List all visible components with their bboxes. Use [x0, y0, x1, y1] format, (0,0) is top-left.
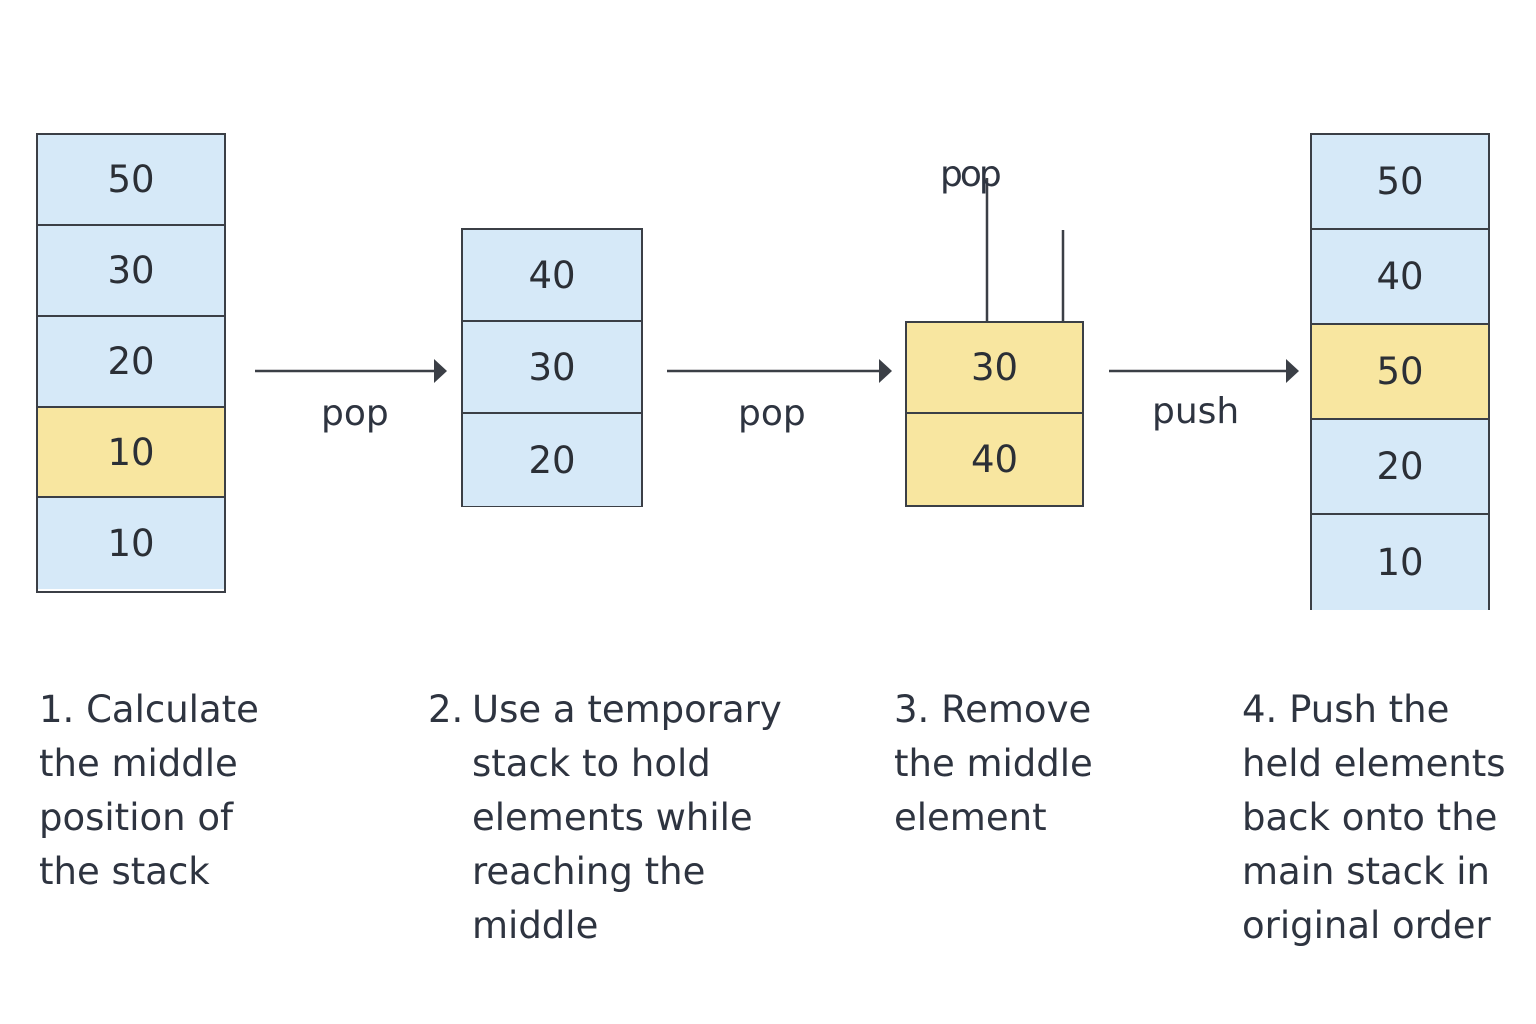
caption-line: Calculate	[86, 688, 259, 731]
step-number: 3.	[894, 688, 930, 731]
stack-cell: 20	[1312, 420, 1488, 515]
caption-line: Remove	[941, 688, 1092, 731]
arrow-pop-2	[667, 359, 892, 383]
caption-line: position of	[39, 796, 233, 839]
stack-cell-highlighted: 50	[1312, 325, 1488, 420]
step-number: 1.	[39, 688, 75, 731]
stack-cell: 40	[463, 230, 641, 322]
caption-step-2: 2.Use a temporary stack to hold elements…	[428, 683, 782, 953]
stack-cell: 10	[1312, 515, 1488, 610]
stack-cell: 10	[38, 498, 224, 589]
step-number: 2.	[428, 688, 464, 731]
caption-line: reaching the	[472, 850, 706, 893]
caption-line: main stack in	[1242, 850, 1490, 893]
caption-line: middle	[472, 904, 599, 947]
step-number: 4.	[1242, 688, 1278, 731]
stack-cell-highlighted: 10	[38, 408, 224, 498]
stack-cell: 40	[1312, 230, 1488, 325]
operation-label-pop: pop	[738, 393, 806, 434]
overlapping-pop-label: pop	[940, 154, 1002, 195]
stack-original: 50 30 20 10 10	[36, 133, 226, 593]
operation-label-push: push	[1152, 391, 1240, 432]
caption-step-3: 3. Remove the middle element	[894, 683, 1093, 845]
stack-cell: 30	[463, 322, 641, 414]
caption-line: elements while	[472, 796, 753, 839]
stack-cell: 50	[1312, 135, 1488, 230]
stack-cell: 20	[463, 414, 641, 506]
caption-step-1: 1. Calculate the middle position of the …	[39, 683, 259, 899]
stack-cell-highlighted: 40	[907, 414, 1082, 505]
caption-line: stack to hold	[472, 742, 711, 785]
caption-line: Use a temporary	[472, 688, 782, 731]
caption-line: element	[894, 796, 1047, 839]
stack-middle-removed: 30 40	[905, 321, 1084, 507]
stack-cell: 20	[38, 317, 224, 408]
arrow-pop-1	[255, 359, 447, 383]
stack-cell: 50	[38, 135, 224, 226]
caption-line: the middle	[39, 742, 238, 785]
stack-temporary: 40 30 20	[461, 228, 643, 507]
caption-step-4: 4. Push the held elements back onto the …	[1242, 683, 1506, 953]
caption-line: held elements	[1242, 742, 1506, 785]
operation-label-pop: pop	[321, 393, 389, 434]
caption-line: the stack	[39, 850, 210, 893]
stack-cell-highlighted: 30	[907, 323, 1082, 414]
arrow-push	[1109, 359, 1299, 383]
stack-restored: 50 40 50 20 10	[1310, 133, 1490, 610]
caption-line: the middle	[894, 742, 1093, 785]
stack-cell: 30	[38, 226, 224, 317]
caption-line: back onto the	[1242, 796, 1498, 839]
caption-line: original order	[1242, 904, 1491, 947]
caption-line: Push the	[1289, 688, 1450, 731]
